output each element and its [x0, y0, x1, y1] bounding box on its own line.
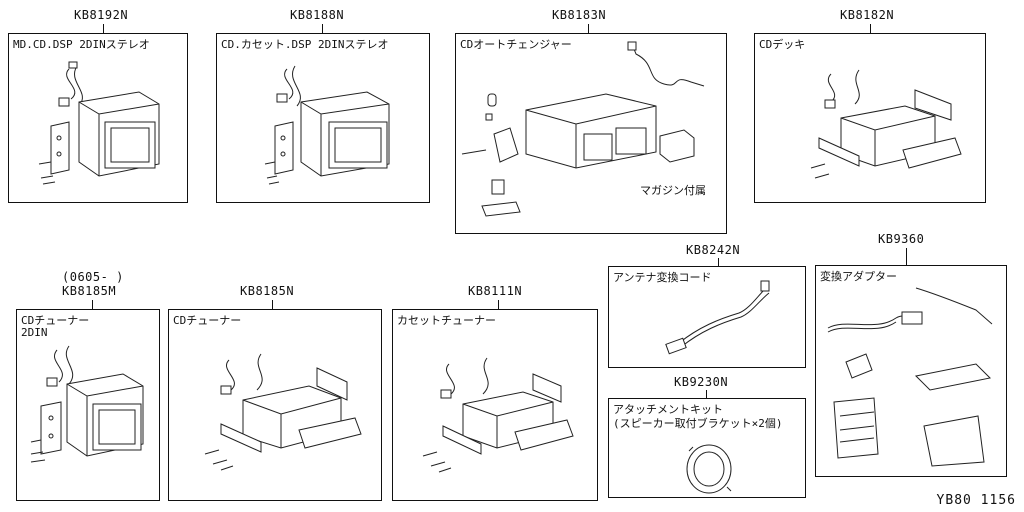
cd-deck-drawing: [810, 69, 962, 179]
part-box-kb8185m: CDチューナー 2DIN: [16, 309, 160, 501]
diagram-reference-number: YB80 1156: [936, 493, 1016, 508]
cd-tuner-drawing: [204, 353, 362, 471]
part-code: KB8185N: [240, 284, 295, 298]
part-box-kb8111n: カセットチューナー: [392, 309, 598, 501]
leader-line: [322, 24, 323, 34]
stereo-2din-drawing: [264, 65, 390, 185]
speaker-bracket-drawing: [686, 444, 732, 494]
part-code: KB8192N: [74, 8, 129, 22]
leader-line: [906, 248, 907, 266]
part-box-kb8192n: MD.CD.DSP 2DINステレオ: [8, 33, 188, 203]
part-title: カセットチューナー: [397, 314, 496, 327]
stereo-2din-drawing: [38, 61, 160, 185]
leader-line: [588, 24, 589, 34]
part-title: CDオートチェンジャー: [460, 38, 572, 51]
leader-line: [718, 258, 719, 267]
part-title: CDデッキ: [759, 38, 806, 51]
conversion-adapter-drawing: [827, 287, 993, 467]
part-code: KB8182N: [840, 8, 895, 22]
part-box-kb9360: 変換アダプター: [815, 265, 1007, 477]
cd-autochanger-drawing: [461, 41, 705, 217]
leader-line: [272, 300, 273, 310]
part-box-kb8183n: CDオートチェンジャー マガジン付属: [455, 33, 727, 234]
part-code: KB8188N: [290, 8, 345, 22]
part-title-line2: (スピーカー取付ブラケット×2個): [613, 417, 783, 430]
cd-tuner-2din-drawing: [30, 345, 144, 463]
part-prefix: (0605- ): [62, 270, 124, 284]
part-title: アタッチメントキット: [613, 403, 723, 416]
leader-line: [706, 390, 707, 399]
part-box-kb8182n: CDデッキ: [754, 33, 986, 203]
magazine-note: マガジン付属: [640, 184, 706, 197]
leader-line: [103, 24, 104, 34]
part-code: KB8185M: [62, 284, 117, 298]
part-code: KB9360: [878, 232, 925, 246]
part-box-kb9230n: アタッチメントキット (スピーカー取付ブラケット×2個): [608, 398, 806, 498]
part-title: CDチューナー: [21, 314, 90, 327]
part-title: CDチューナー: [173, 314, 242, 327]
part-title: 変換アダプター: [820, 270, 897, 283]
leader-line: [92, 300, 93, 310]
part-title: アンテナ変換コード: [613, 271, 712, 284]
leader-line: [498, 300, 499, 310]
part-code: KB8242N: [686, 243, 741, 257]
part-code: KB9230N: [674, 375, 729, 389]
part-title: MD.CD.DSP 2DINステレオ: [13, 38, 150, 51]
part-box-kb8242n: アンテナ変換コード: [608, 266, 806, 368]
part-box-kb8185n: CDチューナー: [168, 309, 382, 501]
cassette-tuner-drawing: [422, 357, 574, 473]
part-title: CD.カセット.DSP 2DINステレオ: [221, 38, 389, 51]
part-box-kb8188n: CD.カセット.DSP 2DINステレオ: [216, 33, 430, 203]
leader-line: [870, 24, 871, 34]
part-code: KB8183N: [552, 8, 607, 22]
part-code: KB8111N: [468, 284, 523, 298]
part-title-line2: 2DIN: [21, 326, 48, 339]
antenna-cord-drawing: [665, 280, 770, 355]
